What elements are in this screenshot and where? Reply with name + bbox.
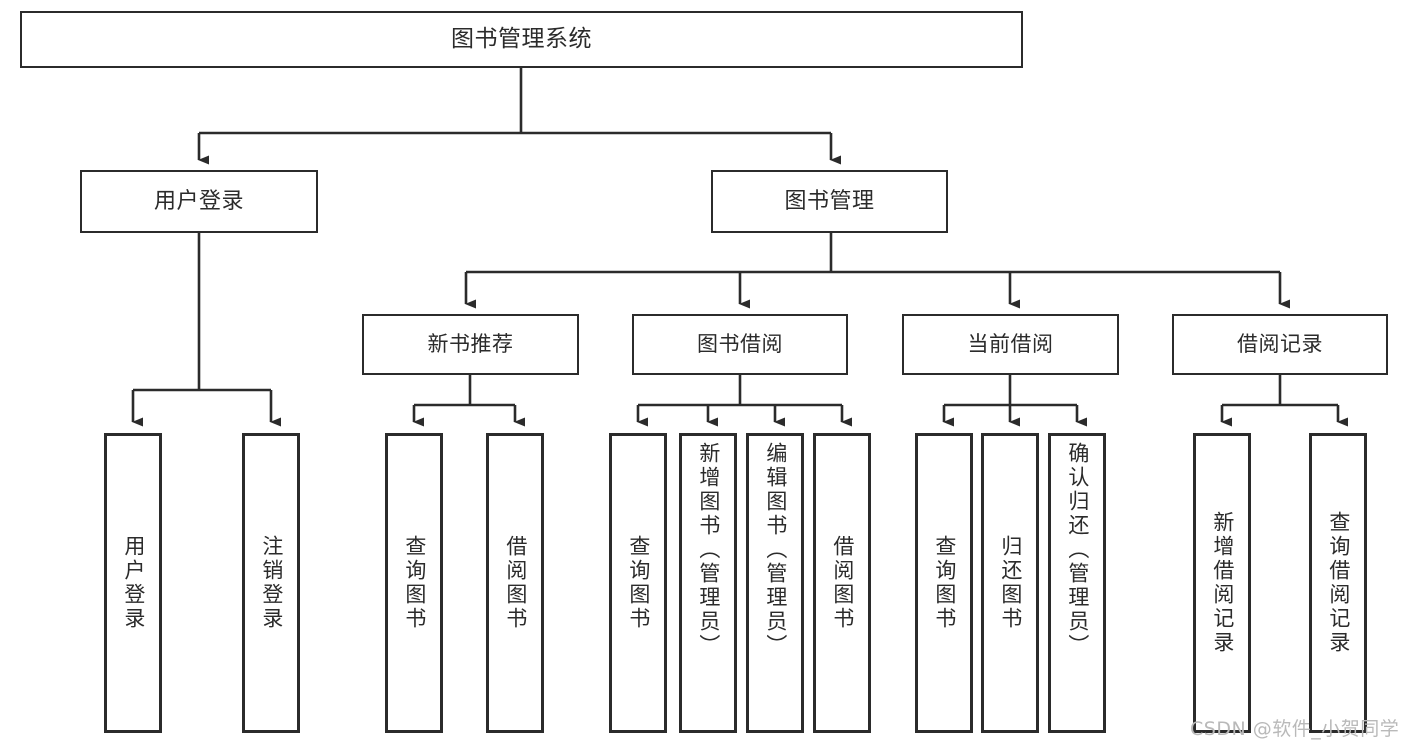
leaf-user-logout-label: 注销登录 xyxy=(259,535,284,631)
node-new-book-recommend-label: 新书推荐 xyxy=(427,332,514,357)
leaf-add-book[interactable]: 新增图书（管理员） xyxy=(679,433,737,733)
leaf-borrow-book-2[interactable]: 借阅图书 xyxy=(813,433,871,733)
leaf-user-login-label: 用户登录 xyxy=(121,535,146,631)
leaf-borrow-book-1-label: 借阅图书 xyxy=(503,535,528,631)
node-book-manage[interactable]: 图书管理 xyxy=(711,170,948,233)
node-book-manage-label: 图书管理 xyxy=(784,188,875,214)
node-current-borrow[interactable]: 当前借阅 xyxy=(902,314,1119,375)
node-root[interactable]: 图书管理系统 xyxy=(20,11,1023,68)
node-book-borrow[interactable]: 图书借阅 xyxy=(632,314,848,375)
leaf-add-record-label: 新增借阅记录 xyxy=(1210,511,1235,655)
leaf-query-book-1-label: 查询图书 xyxy=(402,535,427,631)
node-user-login-label: 用户登录 xyxy=(153,188,244,214)
leaf-edit-book[interactable]: 编辑图书（管理员） xyxy=(746,433,804,733)
leaf-return-book-label: 归还图书 xyxy=(998,535,1023,631)
leaf-return-book[interactable]: 归还图书 xyxy=(981,433,1039,733)
leaf-confirm-return-label: 确认归还（管理员） xyxy=(1065,442,1090,658)
leaf-query-book-3-label: 查询图书 xyxy=(932,535,957,631)
node-user-login[interactable]: 用户登录 xyxy=(80,170,318,233)
node-root-label: 图书管理系统 xyxy=(451,26,592,53)
watermark-text: CSDN @软件_小贺同学 xyxy=(1190,718,1400,740)
leaf-user-logout[interactable]: 注销登录 xyxy=(242,433,300,733)
leaf-edit-book-label: 编辑图书（管理员） xyxy=(763,442,788,658)
leaf-query-record[interactable]: 查询借阅记录 xyxy=(1309,433,1367,733)
node-new-book-recommend[interactable]: 新书推荐 xyxy=(362,314,579,375)
leaf-confirm-return[interactable]: 确认归还（管理员） xyxy=(1048,433,1106,733)
leaf-query-book-3[interactable]: 查询图书 xyxy=(915,433,973,733)
leaf-query-book-2-label: 查询图书 xyxy=(626,535,651,631)
node-borrow-record-label: 借阅记录 xyxy=(1237,332,1323,357)
leaf-borrow-book-1[interactable]: 借阅图书 xyxy=(486,433,544,733)
leaf-user-login[interactable]: 用户登录 xyxy=(104,433,162,733)
leaf-borrow-book-2-label: 借阅图书 xyxy=(830,535,855,631)
leaf-query-book-2[interactable]: 查询图书 xyxy=(609,433,667,733)
leaf-add-record[interactable]: 新增借阅记录 xyxy=(1193,433,1251,733)
node-borrow-record[interactable]: 借阅记录 xyxy=(1172,314,1388,375)
leaf-query-book-1[interactable]: 查询图书 xyxy=(385,433,443,733)
node-current-borrow-label: 当前借阅 xyxy=(967,332,1054,357)
leaf-query-record-label: 查询借阅记录 xyxy=(1326,511,1351,655)
node-book-borrow-label: 图书借阅 xyxy=(697,332,783,357)
leaf-add-book-label: 新增图书（管理员） xyxy=(696,442,721,658)
